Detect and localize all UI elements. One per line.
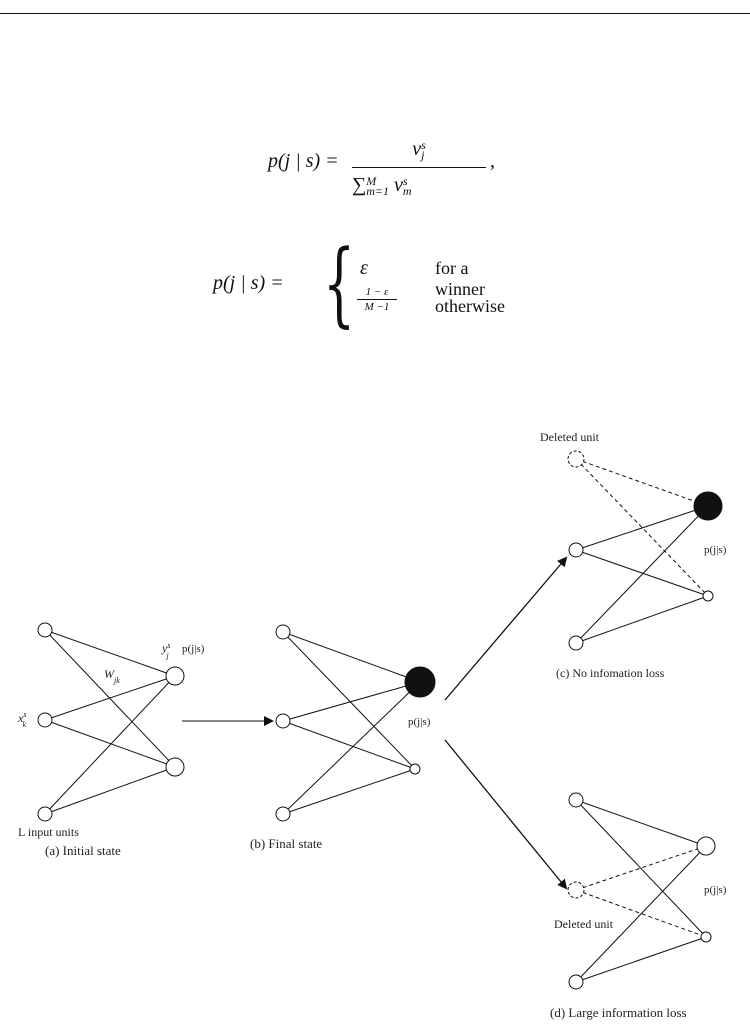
panel-d-caption: (d) Large information loss [550, 1005, 687, 1020]
connection-line [283, 632, 420, 682]
loser-unit [701, 932, 711, 942]
connection-line [576, 846, 706, 982]
input-unit [569, 636, 583, 650]
arrow-to-no-loss [445, 558, 566, 700]
connection-line [45, 767, 175, 814]
probability-label: p(j|s) [704, 544, 727, 556]
connection-line [283, 721, 415, 769]
input-unit [276, 714, 290, 728]
output-unit [166, 758, 184, 776]
input-unit [276, 807, 290, 821]
deleted-unit-label: Deleted unit [554, 917, 614, 931]
connection-line [576, 596, 708, 643]
input-unit [569, 543, 583, 557]
input-unit [276, 625, 290, 639]
deleted-connection [576, 459, 708, 506]
connection-line [576, 550, 708, 596]
connection-line [576, 506, 708, 643]
input-unit [569, 975, 583, 989]
deleted-unit-label: Deleted unit [540, 430, 600, 444]
connection-line [576, 937, 706, 982]
connection-line [45, 720, 175, 767]
probability-label: p(j|s) [182, 643, 205, 655]
panel-c-caption: (c) No infomation loss [556, 666, 665, 680]
input-units-label: L input units [18, 825, 79, 839]
deleted-unit [568, 882, 584, 898]
probability-label: p(j|s) [408, 716, 431, 728]
panel-b-caption: (b) Final state [250, 836, 322, 851]
connection-line [576, 506, 708, 550]
loser-unit [410, 764, 420, 774]
output-unit [697, 837, 715, 855]
input-unit [569, 793, 583, 807]
arrow-to-large-loss [445, 740, 566, 888]
panel-d-large-information-loss [568, 793, 715, 989]
panel-a-caption: (a) Initial state [45, 843, 121, 858]
loser-unit [703, 591, 713, 601]
connection-line [283, 769, 415, 814]
output-unit [166, 667, 184, 685]
winner-unit [405, 667, 435, 697]
connection-line [576, 800, 706, 846]
input-unit [38, 807, 52, 821]
deleted-unit [568, 451, 584, 467]
connection-line [45, 676, 175, 720]
probability-label: p(j|s) [704, 884, 727, 896]
panel-c-no-information-loss [568, 451, 722, 650]
weight-label: Wjk [104, 667, 120, 685]
winner-unit [694, 492, 722, 520]
input-unit [38, 623, 52, 637]
input-unit [38, 713, 52, 727]
connection-line [283, 632, 415, 769]
connection-line [45, 676, 175, 814]
